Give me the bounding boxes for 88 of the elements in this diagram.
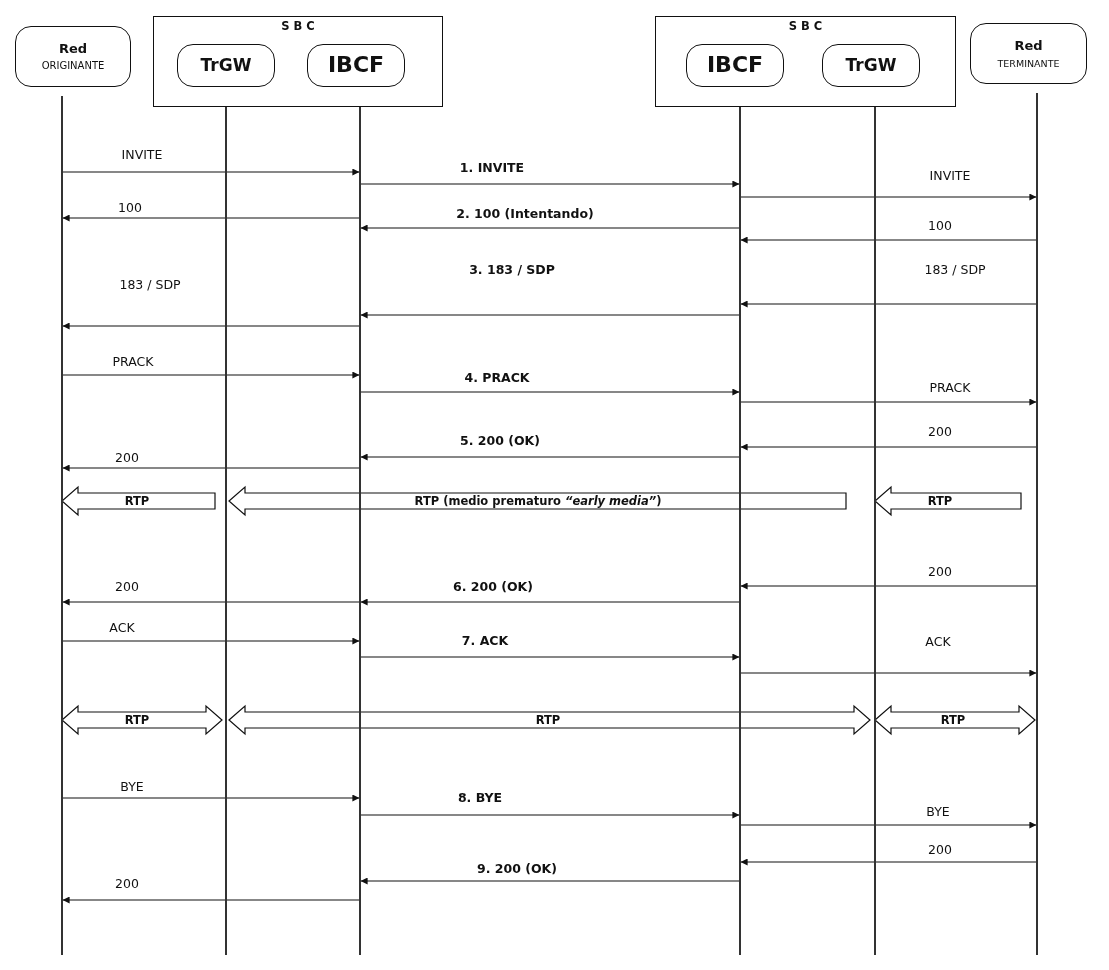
entity-box (970, 23, 1087, 84)
edge-label: 200 (113, 877, 141, 891)
edge-label: PRACK (927, 381, 973, 395)
lifeline (1036, 93, 1038, 955)
edge-label: PRACK (110, 355, 156, 369)
lifeline (874, 107, 876, 955)
message-arrow (740, 300, 1037, 308)
message-arrow (360, 311, 740, 319)
message-arrow (740, 398, 1037, 406)
edge-label: 5. 200 (OK) (458, 434, 542, 448)
lifeline (225, 107, 227, 955)
lifeline (61, 96, 63, 955)
edge-label: INVITE (927, 169, 973, 183)
message-arrow (360, 653, 740, 661)
edge-label: 200 (926, 843, 954, 857)
entity-subtitle: TERMINANTE (997, 57, 1060, 69)
message-arrow (360, 598, 740, 606)
edge-label: RTP (122, 713, 152, 727)
message-arrow (62, 168, 360, 176)
edge-label: 100 (926, 219, 954, 233)
block-arrow (874, 704, 1036, 736)
message-arrow (360, 453, 740, 461)
block-arrow (874, 485, 1022, 517)
message-arrow (360, 180, 740, 188)
message-arrow (740, 821, 1037, 829)
edge-label: 200 (926, 425, 954, 439)
message-arrow (740, 858, 1037, 866)
edge-label: 8. BYE (455, 791, 505, 805)
edge-label: RTP (938, 713, 968, 727)
edge-label: ACK (923, 635, 953, 649)
edge-label: 2. 100 (Intentando) (454, 207, 596, 221)
edge-label: 183 / SDP (922, 263, 988, 277)
edge-label: 200 (926, 565, 954, 579)
message-arrow (62, 464, 360, 472)
lifeline (359, 107, 361, 955)
entity-box (15, 26, 131, 87)
message-arrow (62, 637, 360, 645)
edge-label: 3. 183 / SDP (467, 263, 557, 277)
message-arrow (740, 236, 1037, 244)
message-arrow (62, 896, 360, 904)
edge-label: 200 (113, 580, 141, 594)
entity-subtitle: ORIGINANTE (41, 60, 105, 73)
edge-label: 9. 200 (OK) (475, 862, 559, 876)
message-arrow (62, 371, 360, 379)
group-title: S B C (788, 20, 823, 34)
entity-name: Red (58, 40, 88, 57)
edge-label: 4. PRACK (462, 371, 532, 385)
edge-label: RTP (925, 494, 955, 508)
message-arrow (740, 669, 1037, 677)
edge-label: ACK (107, 621, 137, 635)
block-arrow (228, 704, 871, 736)
block-arrow (61, 704, 223, 736)
message-arrow (360, 811, 740, 819)
edge-label: 7. ACK (459, 634, 511, 648)
edge-label: BYE (924, 805, 952, 819)
entity-name: TrGW (845, 55, 897, 76)
message-arrow (62, 214, 360, 222)
message-arrow (740, 443, 1037, 451)
message-arrow (360, 224, 740, 232)
lifeline (739, 107, 741, 955)
edge-label: RTP (122, 494, 152, 508)
message-arrow (62, 794, 360, 802)
message-arrow (360, 877, 740, 885)
entity-name: IBCF (706, 52, 764, 79)
entity-name: Red (1014, 38, 1043, 54)
group-box (153, 16, 443, 107)
entity-name: IBCF (327, 52, 385, 79)
message-arrow (62, 322, 360, 330)
message-arrow (360, 388, 740, 396)
block-arrow (61, 485, 216, 517)
entity-box (307, 44, 405, 87)
message-arrow (740, 582, 1037, 590)
entity-box (686, 44, 784, 87)
edge-label: RTP (533, 713, 563, 727)
edge-label: 183 / SDP (117, 278, 183, 292)
entity-box (822, 44, 920, 87)
edge-label: 200 (113, 451, 141, 465)
group-box (655, 16, 956, 107)
edge-label: BYE (118, 780, 146, 794)
entity-box (177, 44, 275, 87)
entity-name: TrGW (200, 55, 252, 76)
edge-label: INVITE (119, 148, 165, 162)
message-arrow (740, 193, 1037, 201)
message-arrow (62, 598, 360, 606)
edge-label: RTP (medio prematuro “early media”) (412, 494, 664, 508)
group-title: S B C (281, 20, 315, 34)
edge-label: 6. 200 (OK) (451, 580, 535, 594)
edge-label: 100 (116, 201, 144, 215)
